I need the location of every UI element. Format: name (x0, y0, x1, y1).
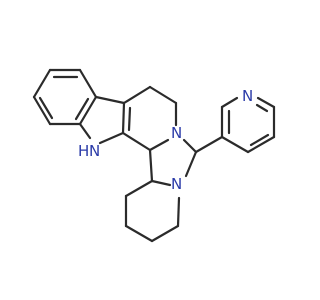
pyrrole-ring (78, 95, 132, 145)
benzene-ring (32, 68, 98, 126)
pyridine-substituent (194, 96, 276, 154)
indole-nh-label: H N (78, 142, 100, 160)
amine-n-bottom-label: N (171, 175, 182, 193)
amine-n-top-label: N (171, 124, 182, 142)
molecule-diagram: H N N N N (32, 68, 276, 243)
imidazolidine-ring (148, 138, 198, 187)
piperidine-ring-c (121, 85, 178, 152)
pyridine-n-label: N (242, 87, 253, 105)
indole-n-text: N (89, 142, 100, 160)
piperidine-ring-bottom (124, 179, 181, 243)
indole-h-text: H (78, 142, 89, 160)
structure-canvas: H N N N N (32, 68, 276, 243)
